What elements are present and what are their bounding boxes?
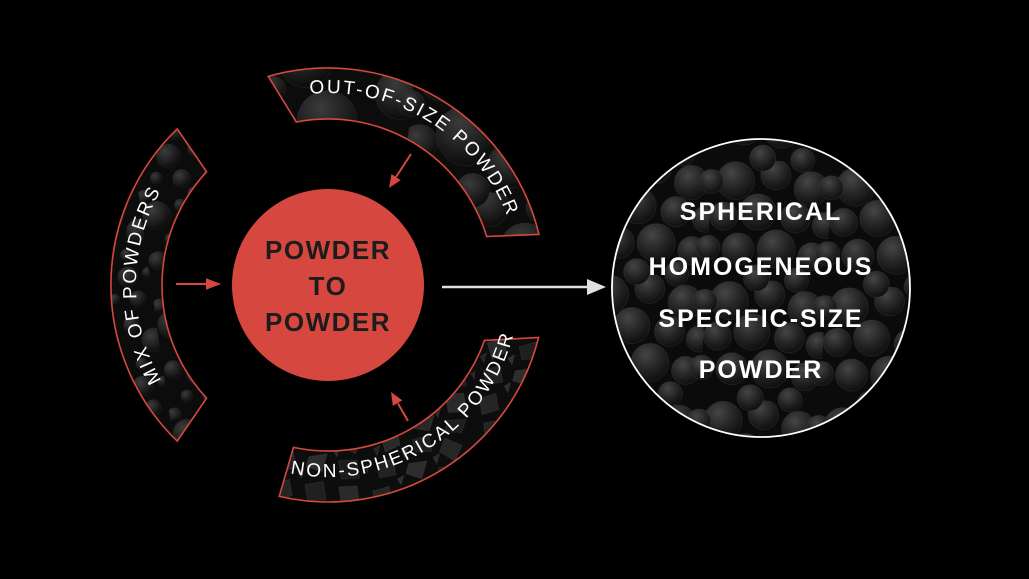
- center-node-line1: POWDER: [265, 235, 391, 265]
- output-line4: POWDER: [699, 356, 824, 384]
- output-arrow: [442, 279, 606, 295]
- out-of-size-outline: [266, 67, 541, 238]
- output-line1: SPHERICAL: [680, 198, 842, 226]
- arrowhead-output-icon: [587, 279, 606, 295]
- output-texture: [612, 139, 910, 437]
- arrowhead-down-left-icon: [389, 174, 401, 188]
- non-spherical-outline: [278, 336, 540, 503]
- center-node: POWDER TO POWDER: [232, 189, 424, 381]
- output-circle-rim: [611, 138, 911, 438]
- arrow-non-spherical-to-center: [391, 392, 409, 422]
- output-line2: HOMOGENEOUS: [649, 253, 874, 281]
- output-line3: SPECIFIC-SIZE: [658, 305, 863, 333]
- arrowhead-right-icon: [206, 278, 221, 290]
- arrow-mix-to-center: [176, 278, 221, 290]
- center-node-line3: POWDER: [265, 307, 391, 337]
- output-node: SPHERICAL HOMOGENEOUS SPECIFIC-SIZE POWD…: [611, 138, 911, 438]
- center-node-line2: TO: [309, 271, 348, 301]
- mix-of-powders-outline: [110, 127, 208, 443]
- center-node-circle: [232, 189, 424, 381]
- arrow-out-of-size-to-center: [389, 153, 412, 188]
- arrowhead-up-left-icon: [391, 392, 403, 406]
